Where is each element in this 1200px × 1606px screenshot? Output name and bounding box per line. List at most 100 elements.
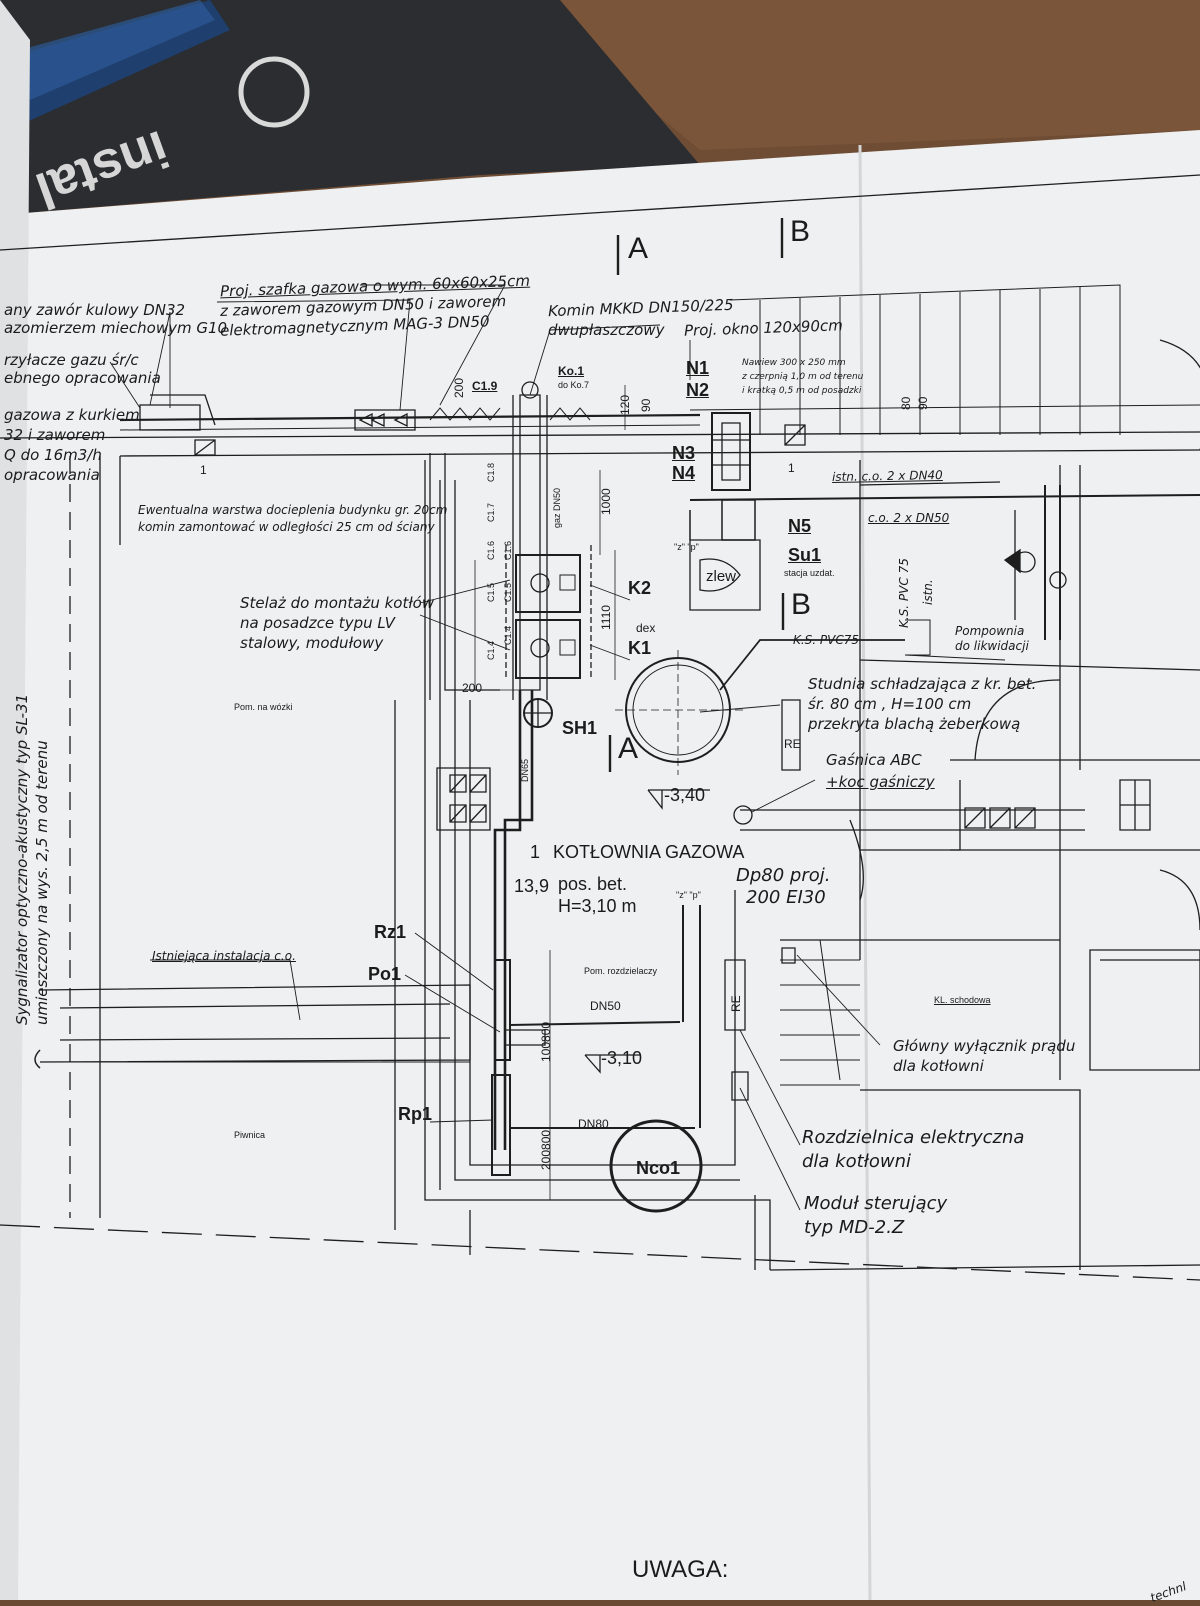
dim-1000: 1000 <box>599 488 613 515</box>
tag-k1: K1 <box>628 638 652 658</box>
brand-logo-icon <box>238 56 310 128</box>
frame-note-3: stalowy, modułowy <box>240 634 384 652</box>
ks-pvc75-note: K.S. PVC75 <box>793 633 860 647</box>
left-note-3: rzyłacze gazu śr/c <box>4 351 139 369</box>
dim-200-side: 200 <box>462 681 483 695</box>
frame-note-1: Stelaż do montażu kotłów <box>240 594 435 612</box>
main-switch-note-2: dla kotłowni <box>893 1057 984 1075</box>
section-mark-b-top: B <box>790 215 811 248</box>
warning-title: UWAGA: <box>632 1556 729 1583</box>
tag-c15: C1.5 <box>486 582 496 602</box>
ks-pvc75-vertical: K.S. PVC 75 <box>897 558 911 628</box>
tag-n5: N5 <box>788 516 812 536</box>
room-pom-na-wozki: Pom. na wózki <box>234 702 293 712</box>
pump-station-note-2: do likwidacji <box>955 639 1029 653</box>
tag-c14b: C1.4 <box>503 625 513 645</box>
room-pom-rozdzielaczy: Pom. rozdzielaczy <box>584 966 658 976</box>
dim-90b: 90 <box>916 396 930 410</box>
istn-label: istn. <box>921 579 935 605</box>
tag-c16: C1.6 <box>486 540 496 560</box>
zp-label-1: "z" "p" <box>674 542 699 552</box>
room-piwnica: Piwnica <box>234 1130 266 1140</box>
insulation-note-2: komin zamontować w odległości 25 cm od ś… <box>138 520 435 534</box>
tag-rz1: Rz1 <box>374 922 407 942</box>
canopy-note-3: i kratką 0,5 m od posadzki <box>742 386 862 396</box>
existing-co-note: Istniejąca instalacja c.o. <box>152 949 296 963</box>
door-note-1: Dp80 proj. <box>736 865 831 886</box>
switchboard-note-2: dla kotłowni <box>802 1151 911 1172</box>
pump-station-note-1: Pompownia <box>955 624 1025 638</box>
signalizer-note-2: umieszczony na wys. 2,5 m od terenu <box>33 740 51 1025</box>
folder <box>0 0 700 215</box>
door-note-2: 200 EI30 <box>746 887 826 908</box>
tag-do-ko7: do Ko.7 <box>558 380 590 390</box>
existing-co-top-note: istn. c.o. 2 x DN40 <box>831 468 943 484</box>
gas-dn50-label: gaz DN50 <box>552 487 562 528</box>
left-note-5: gazowa z kurkiem <box>4 406 140 424</box>
left-note-7: Q do 16m3/h <box>4 446 102 464</box>
paper-sheet <box>0 130 1200 1600</box>
dn50-label: DN50 <box>590 999 621 1013</box>
tag-dex: dex <box>636 621 656 635</box>
tag-po1: Po1 <box>368 964 402 984</box>
dim-200-top: 200 <box>452 377 466 398</box>
dn80-label: DN80 <box>578 1117 609 1131</box>
signalizer-note-1: Sygnalizator optyczno-akustyczny typ SL-… <box>13 693 31 1025</box>
tag-c19: C1.9 <box>472 379 498 393</box>
extinguisher-note-2: +koc gaśniczy <box>826 773 935 791</box>
canopy-note-2: z czerpnią 1,0 m od terenu <box>742 372 864 382</box>
co-dn50-note: c.o. 2 x DN50 <box>868 511 950 525</box>
left-note-2: azomierzem miechowym G10 <box>4 319 228 337</box>
tag-su1-note: stacja uzdat. <box>784 568 835 578</box>
insulation-note-1: Ewentualna warstwa docieplenia budynku g… <box>138 503 448 517</box>
tag-one-a: 1 <box>200 463 207 477</box>
left-note-6: 32 i zaworem <box>4 426 106 444</box>
tag-n4: N4 <box>672 463 696 483</box>
well-note-1: Studnia schładzająca z kr. bet. <box>808 675 1037 693</box>
dim-1110: 1110 <box>599 605 613 630</box>
tag-rp1: Rp1 <box>398 1104 433 1124</box>
section-mark-a-mid: A <box>618 732 639 765</box>
switchboard-note-1: Rozdzielnica elektryczna <box>802 1127 1025 1148</box>
elevation-1: -3,40 <box>664 785 706 805</box>
dn65-label: DN65 <box>520 758 530 782</box>
dim-1008: 100800 <box>539 1021 553 1062</box>
tag-sh1: SH1 <box>562 718 598 738</box>
boiler-room-number: 1 <box>530 842 541 862</box>
tag-nco1: Nco1 <box>636 1158 681 1178</box>
tag-c15b: C1.5 <box>503 582 513 602</box>
boiler-room-area: 13,9 <box>514 876 550 896</box>
tag-n2: N2 <box>686 380 710 400</box>
elevation-2: -3,10 <box>601 1048 643 1068</box>
boiler-room-floor: pos. bet. <box>558 874 628 894</box>
dim-80: 80 <box>899 396 913 410</box>
tag-re-1: RE <box>784 737 801 751</box>
tag-re-2: RE <box>729 995 743 1012</box>
extinguisher-note-1: Gaśnica ABC <box>826 751 922 769</box>
control-module-note-2: typ MD-2.Z <box>804 1217 905 1238</box>
boiler-room-name: KOTŁOWNIA GAZOWA <box>553 842 745 862</box>
frame-note-2: na posadzce typu LV <box>240 614 395 632</box>
chimney-note-2: dwupłaszczowy <box>548 321 665 339</box>
main-switch-note-1: Główny wyłącznik prądu <box>893 1037 1076 1055</box>
control-module-note-1: Moduł sterujący <box>804 1193 948 1214</box>
boiler-room-height: H=3,10 m <box>558 896 637 916</box>
tag-c17: C1.7 <box>486 502 496 522</box>
well-note-3: przekryta blachą żeberkową <box>808 715 1021 733</box>
section-mark-a-top: A <box>628 232 649 265</box>
zp-label-2: "z" "p" <box>676 890 701 900</box>
tag-one-b: 1 <box>788 461 795 475</box>
left-note-8: opracowania <box>4 466 100 484</box>
left-note-1: any zawór kulowy DN32 <box>4 301 186 319</box>
tag-c14: C1.4 <box>486 640 496 660</box>
well-note-2: śr. 80 cm , H=100 cm <box>808 695 972 713</box>
canopy-note-1: Nawiew 300 x 250 mm <box>742 358 846 368</box>
dim-2008: 200800 <box>539 1129 553 1170</box>
zlew-label: zlew <box>706 568 737 585</box>
dim-90a: 90 <box>639 398 653 412</box>
floor-plan-drawing <box>0 174 1200 1281</box>
room-kl-schodowa: KL. schodowa <box>934 995 991 1005</box>
tag-k2: K2 <box>628 578 652 598</box>
tag-su1: Su1 <box>788 545 822 565</box>
tag-n1: N1 <box>686 358 710 378</box>
